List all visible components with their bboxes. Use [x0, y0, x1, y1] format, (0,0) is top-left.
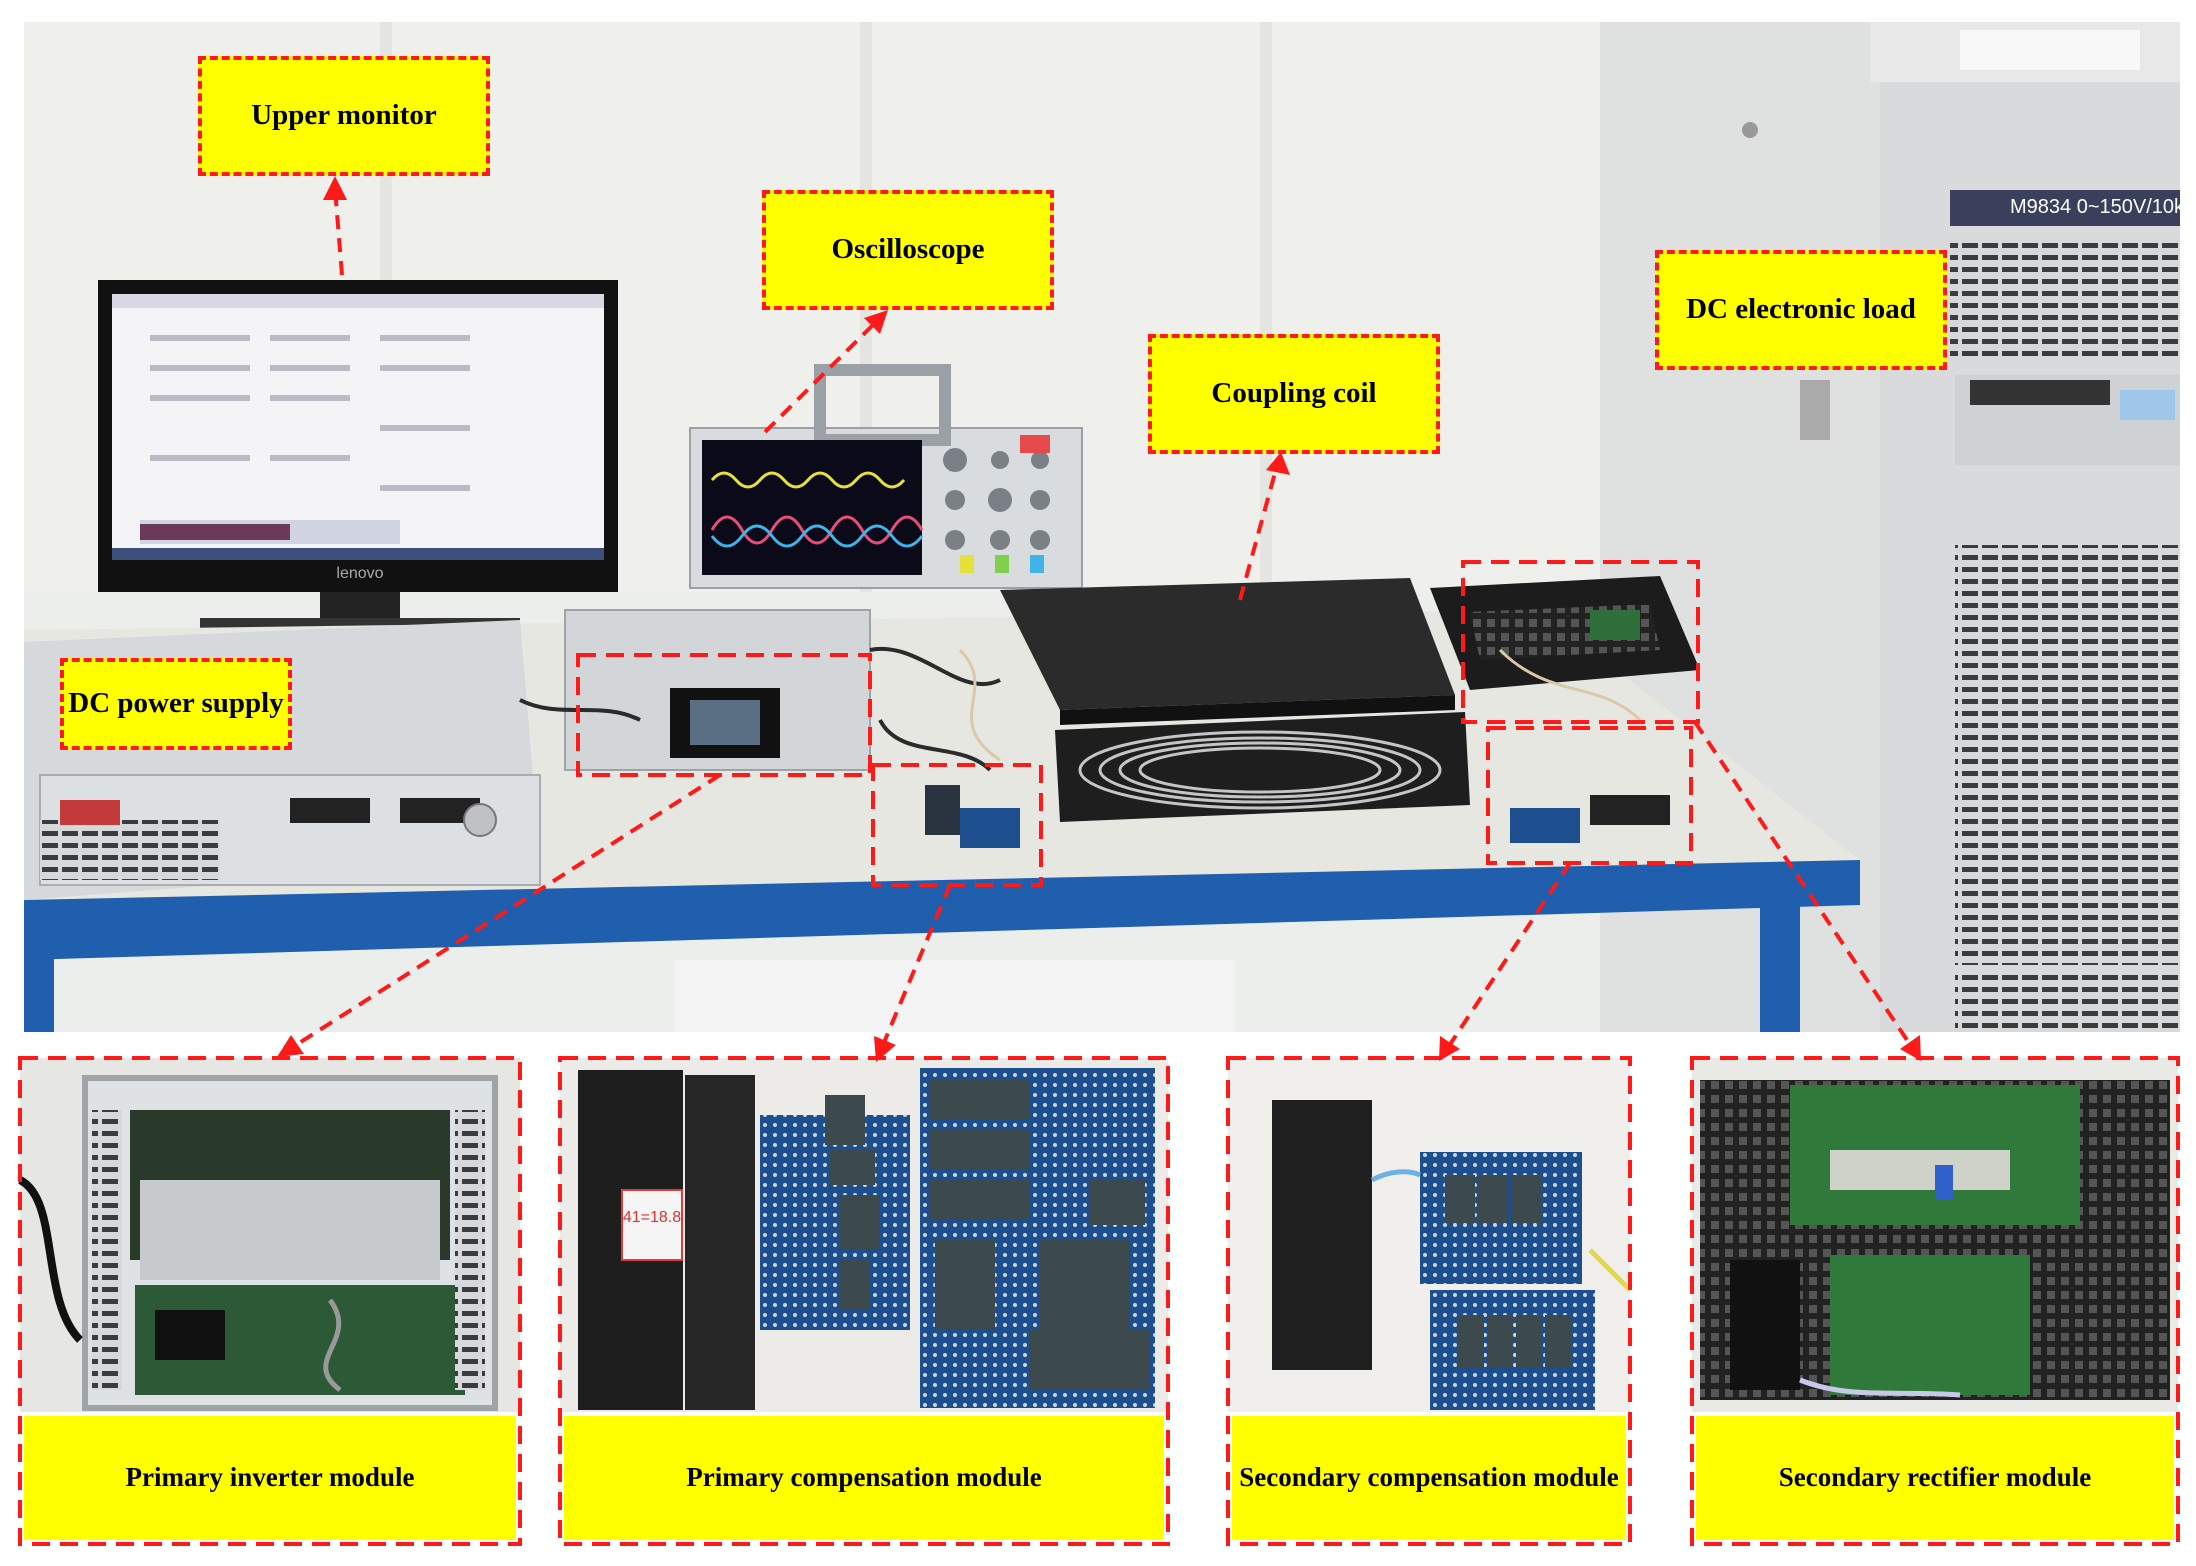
- highlight-secondary-comp: [1486, 726, 1693, 865]
- inset-secondary-rectifier: [1692, 1058, 2178, 1412]
- inset-primary-inverter-frame: [18, 1056, 522, 1546]
- arrow-coupling-coil: [1238, 461, 1280, 601]
- arrow-secondary-rectifier: [1693, 720, 1917, 1054]
- coil-tag-text: 41=18.8: [623, 1209, 681, 1226]
- label-coupling-coil: Coupling coil: [1148, 334, 1440, 454]
- inset-secondary-compensation: [1228, 1058, 1632, 1412]
- label-upper-monitor: Upper monitor: [198, 56, 490, 176]
- monitor-brand-text: lenovo: [336, 565, 383, 582]
- caption-primary-inverter: Primary inverter module: [24, 1416, 516, 1540]
- arrow-primary-inverter: [283, 773, 722, 1054]
- arrow-upper-monitor: [333, 187, 344, 276]
- caption-secondary-compensation: Secondary compensation module: [1232, 1416, 1626, 1540]
- arrow-primary-compensation: [878, 884, 952, 1053]
- label-dc-power-supply: DC power supply: [60, 658, 292, 750]
- highlight-primary-comp: [871, 763, 1043, 887]
- label-oscilloscope: Oscilloscope: [762, 190, 1054, 310]
- inset-secondary-rectifier-frame: [1690, 1056, 2180, 1546]
- arrow-secondary-compensation: [1443, 861, 1572, 1054]
- caption-secondary-rectifier: Secondary rectifier module: [1696, 1416, 2174, 1540]
- load-model-text: M9834 0~150V/10k: [2010, 196, 2180, 218]
- label-dc-electronic-load: DC electronic load: [1655, 250, 1947, 370]
- inset-primary-compensation: 41=18.8: [560, 1058, 1168, 1412]
- inset-primary-inverter: [17, 1058, 520, 1412]
- highlight-rectifier-box: [1461, 560, 1700, 724]
- inset-secondary-compensation-frame: [1226, 1056, 1632, 1546]
- arrow-oscilloscope: [763, 316, 882, 434]
- highlight-inverter-box: [576, 653, 872, 777]
- caption-primary-compensation: Primary compensation module: [564, 1416, 1164, 1540]
- inset-primary-compensation-frame: [558, 1056, 1170, 1546]
